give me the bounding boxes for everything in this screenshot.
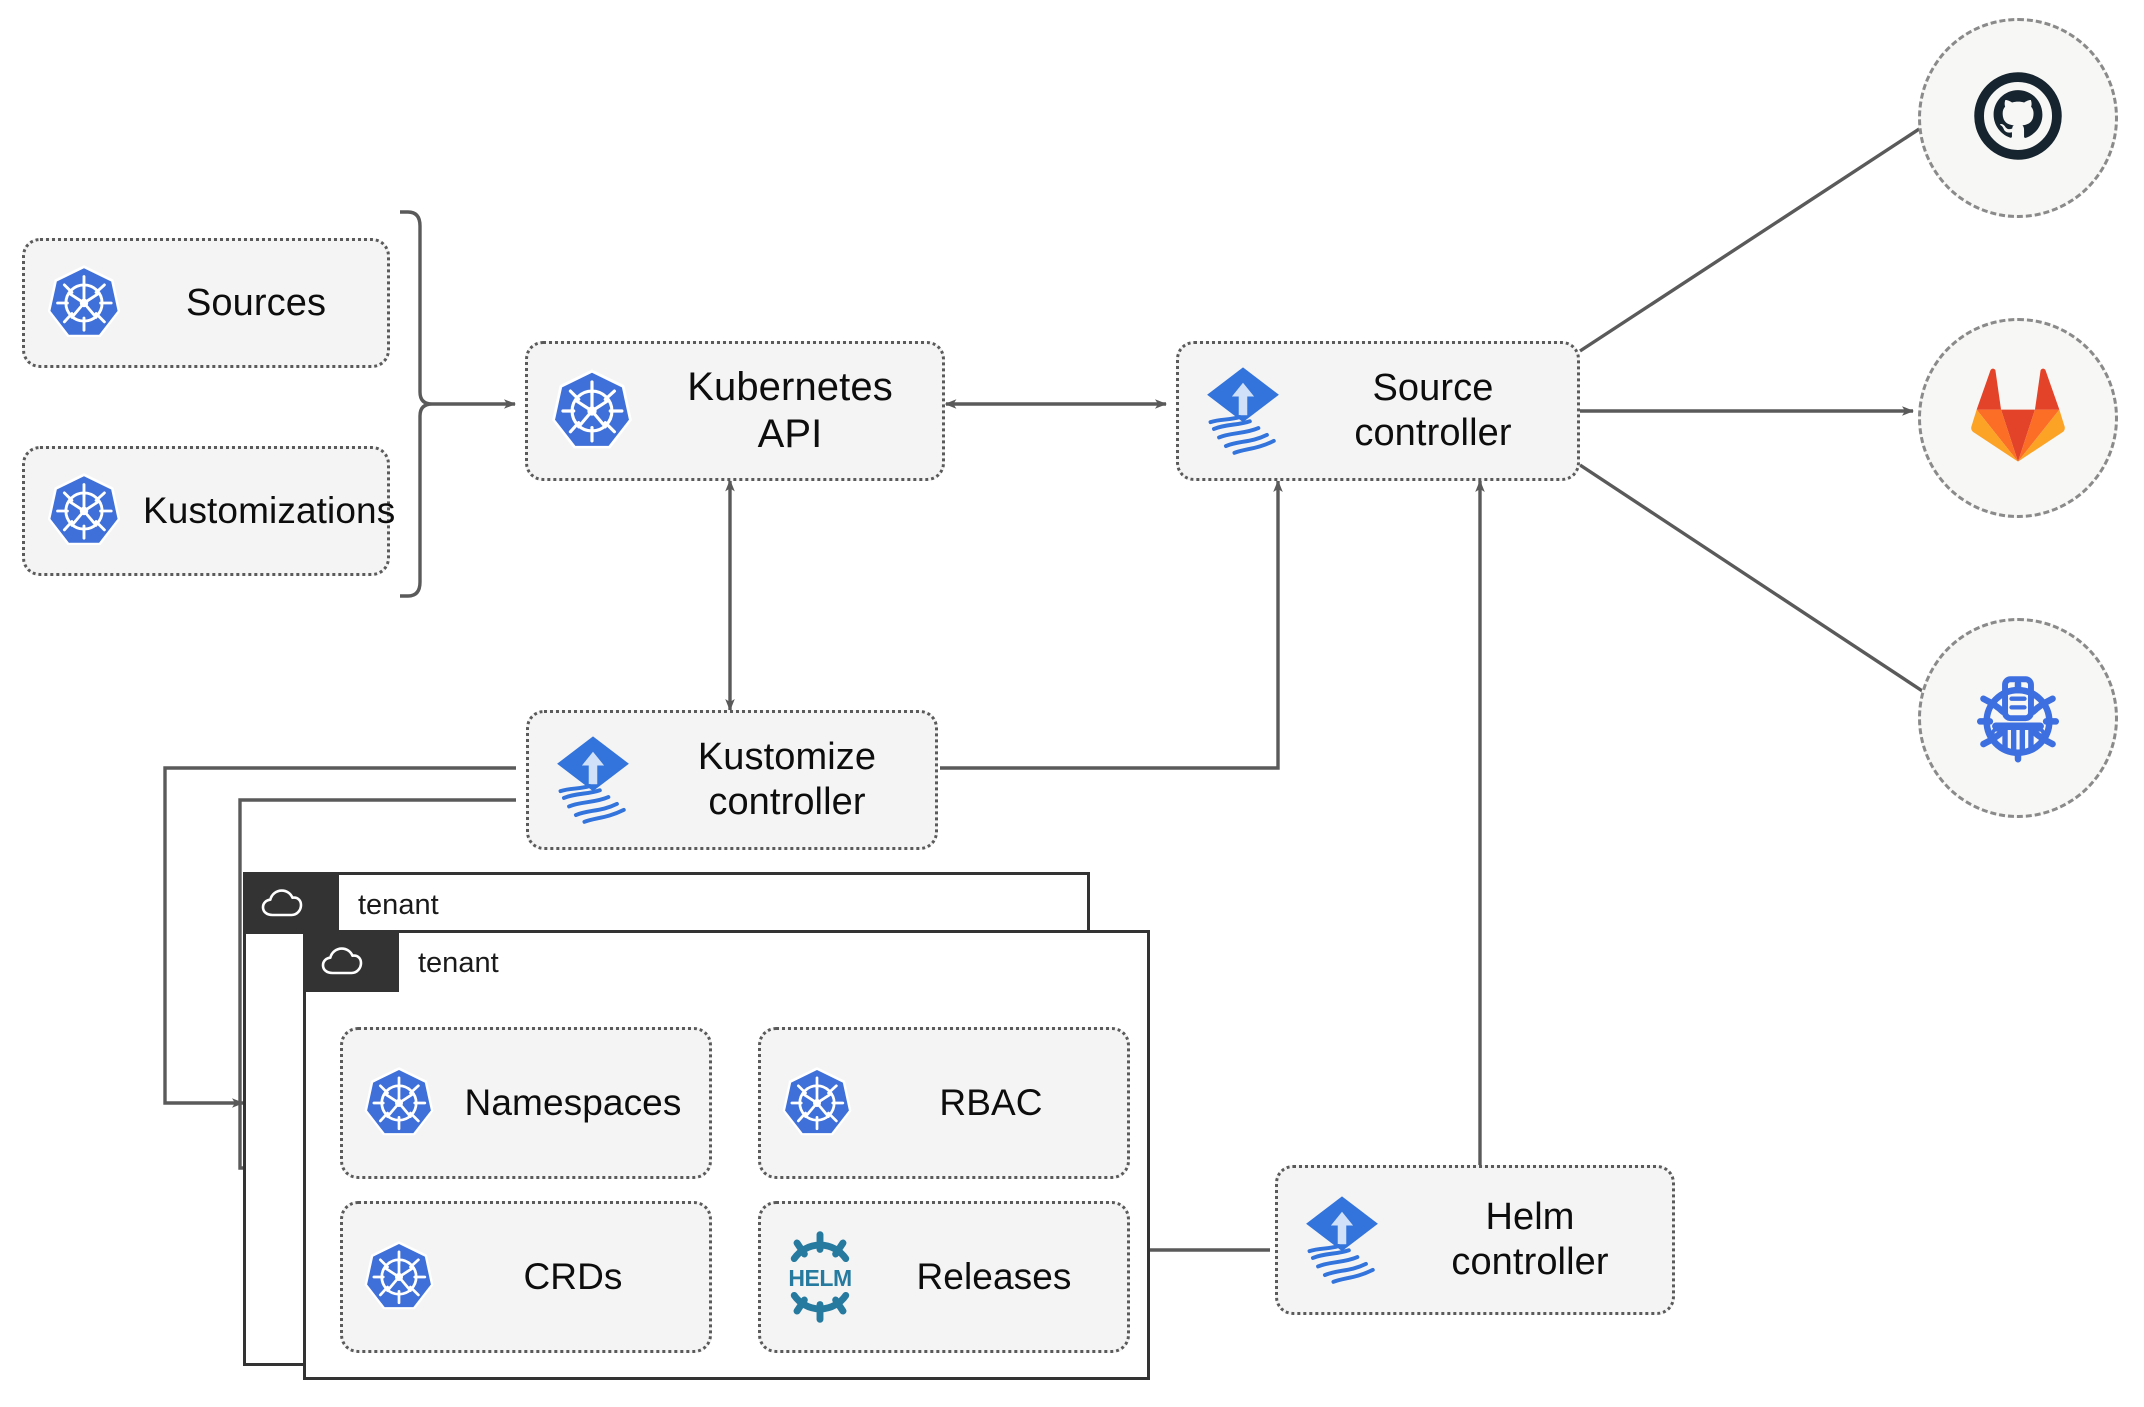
flux-icon	[529, 733, 657, 827]
tenant-label: tenant	[358, 889, 439, 921]
node-releases[interactable]: HELM Releases	[758, 1201, 1130, 1353]
node-label: Namespaces	[464, 1082, 682, 1124]
github-icon	[1964, 62, 2072, 175]
kubernetes-icon	[528, 367, 656, 455]
gitlab-icon	[1965, 366, 2071, 471]
provider-gitlab[interactable]	[1918, 318, 2118, 518]
node-crds[interactable]: CRDs	[340, 1201, 712, 1353]
cloud-icon	[259, 880, 305, 926]
kubernetes-icon	[761, 1065, 873, 1141]
node-label: Releases	[916, 1256, 1072, 1298]
node-label: Kubernetes API	[687, 364, 893, 456]
tenant-label: tenant	[418, 947, 499, 979]
cloud-icon	[319, 938, 365, 984]
helm-icon: HELM	[761, 1231, 879, 1323]
tenant-titlebar	[243, 872, 339, 934]
node-rbac[interactable]: RBAC	[758, 1027, 1130, 1179]
tenant-resource-grid: Namespaces	[340, 1027, 1130, 1353]
node-kustomizations[interactable]: Kustomizations	[22, 446, 395, 576]
kubernetes-icon	[25, 263, 143, 343]
node-label: RBAC	[939, 1082, 1043, 1124]
provider-github[interactable]	[1918, 18, 2118, 218]
edge-kustomizectrl-sourcectrl	[940, 480, 1283, 770]
node-label: Kustomizations	[143, 490, 396, 532]
tenant-titlebar	[303, 930, 399, 992]
edge-sourcectrl-helmrepo	[1579, 463, 1937, 702]
kubernetes-icon	[343, 1065, 455, 1141]
node-kubernetes-api[interactable]: Kubernetes API	[525, 341, 945, 481]
edge-sourcectrl-github	[1579, 116, 1937, 353]
flux-icon	[1179, 364, 1307, 458]
provider-helm-repository[interactable]	[1918, 618, 2118, 818]
node-sources[interactable]: Sources	[22, 238, 390, 368]
helm-repository-icon	[1964, 662, 2072, 775]
node-namespaces[interactable]: Namespaces	[340, 1027, 712, 1179]
node-label: CRDs	[523, 1256, 623, 1298]
node-label: Sources	[185, 281, 327, 324]
flux-icon	[1278, 1193, 1406, 1287]
kubernetes-icon	[25, 471, 143, 551]
edge-bracket	[400, 210, 433, 598]
svg-text:HELM: HELM	[788, 1265, 851, 1291]
kubernetes-icon	[343, 1239, 455, 1315]
